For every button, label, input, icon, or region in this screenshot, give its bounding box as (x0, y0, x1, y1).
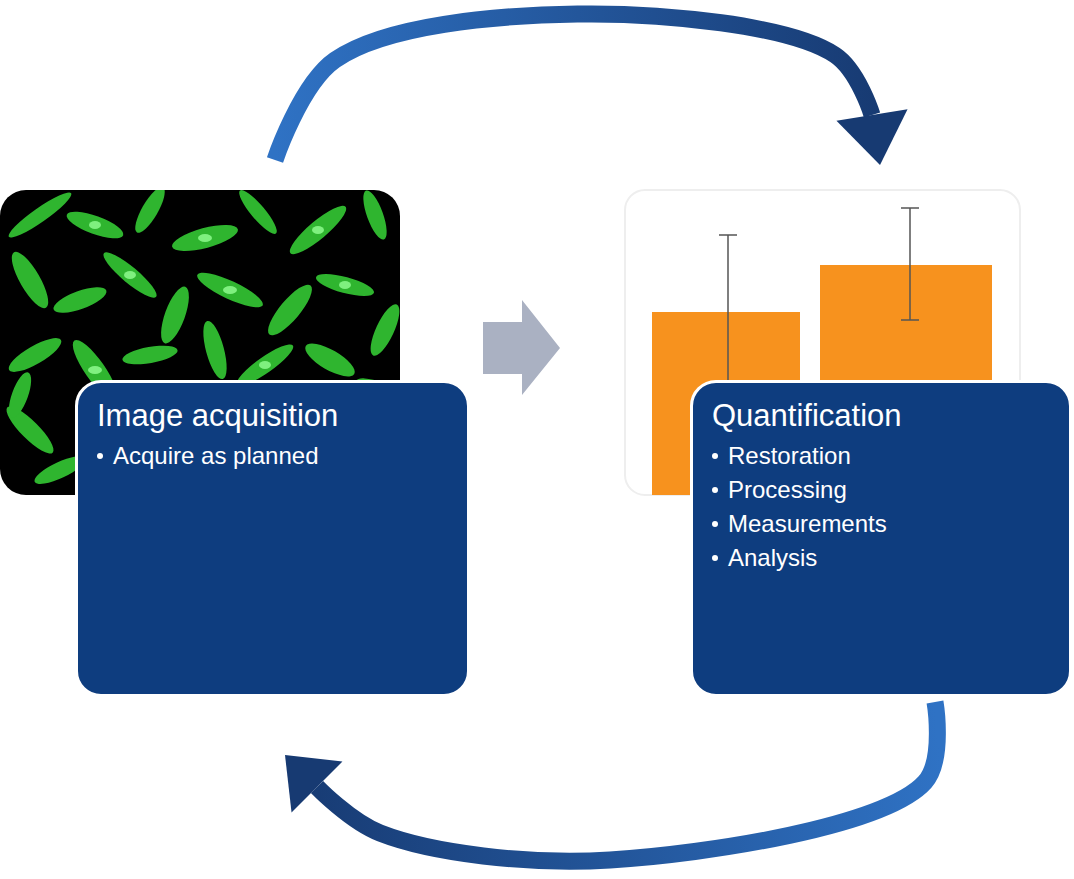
bullet-dot (97, 453, 103, 459)
bullet-dot (712, 521, 718, 527)
box-content: QuantificationRestorationProcessingMeasu… (693, 383, 1069, 591)
bullet-item: Acquire as planned (97, 439, 451, 473)
process-box: Image acquisitionAcquire as planned (75, 380, 470, 697)
box-heading: Image acquisition (97, 397, 451, 435)
bullet-dot (712, 453, 718, 459)
process-box: QuantificationRestorationProcessingMeasu… (690, 380, 1072, 697)
flow-block-arrow (483, 300, 560, 395)
arrow-head (836, 109, 907, 165)
bullet-text: Restoration (728, 439, 851, 473)
bullet-text: Analysis (728, 541, 817, 575)
bullet-text: Processing (728, 473, 847, 507)
box-heading: Quantification (712, 397, 1053, 435)
bullet-dot (712, 487, 718, 493)
bullet-item: Measurements (712, 507, 1053, 541)
bullet-dot (712, 555, 718, 561)
arrow-shaft (317, 702, 937, 861)
box-content: Image acquisitionAcquire as planned (78, 383, 467, 489)
bullet-text: Measurements (728, 507, 887, 541)
bullet-item: Restoration (712, 439, 1053, 473)
bullet-item: Analysis (712, 541, 1053, 575)
arrow-shaft (275, 14, 872, 160)
cycle-arrow (285, 702, 937, 861)
bullet-item: Processing (712, 473, 1053, 507)
arrow-head (285, 755, 342, 812)
bullet-text: Acquire as planned (113, 439, 318, 473)
cycle-arrow (275, 14, 908, 165)
